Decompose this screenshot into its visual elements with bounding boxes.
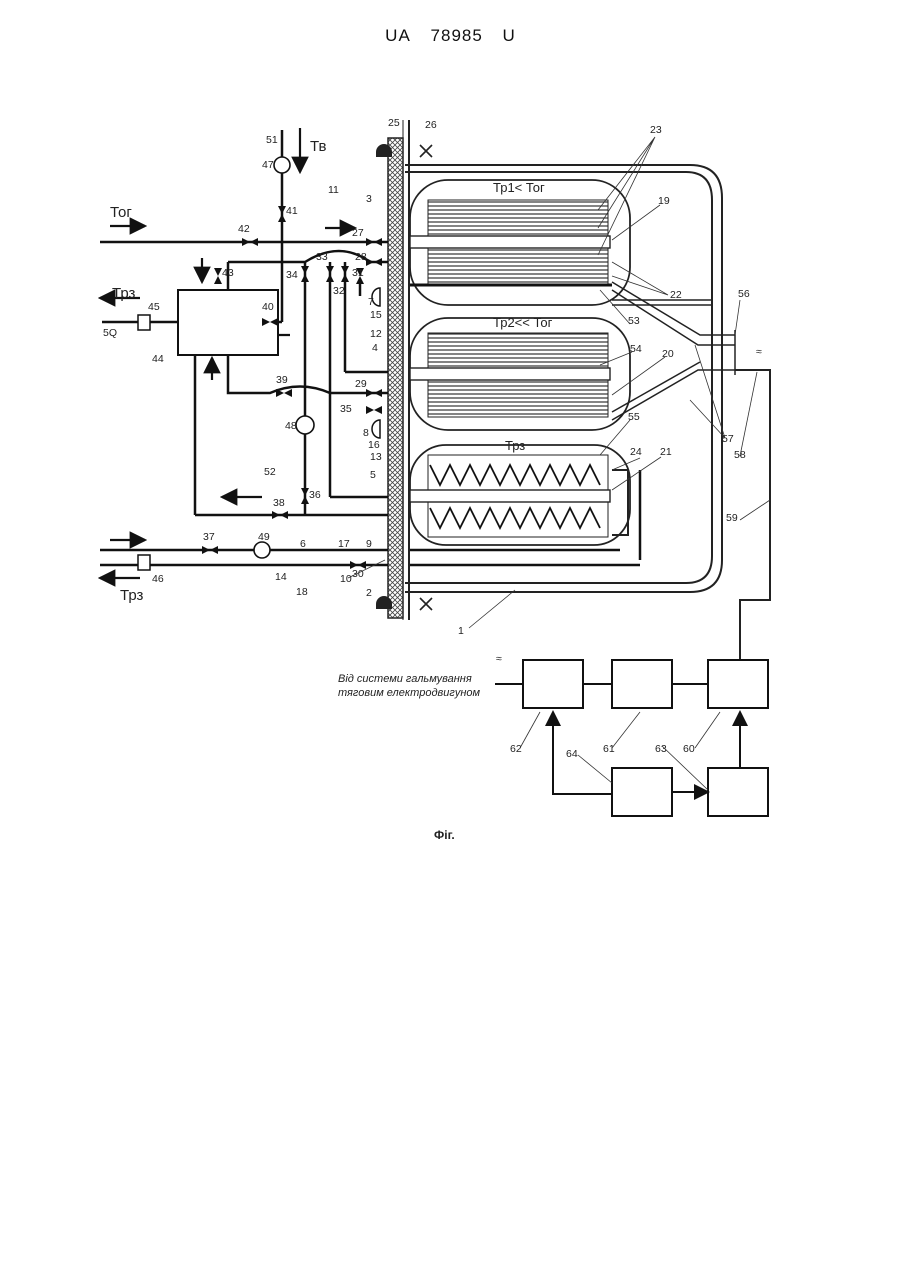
label-chamber-1-temp: Тр1< Тог xyxy=(493,180,545,195)
figure-caption: Фіг. xyxy=(434,828,455,842)
ref-54: 54 xyxy=(630,343,642,355)
ref-52: 52 xyxy=(264,466,276,478)
ref-16: 16 xyxy=(368,439,380,451)
label-chamber-3-temp: Трз xyxy=(505,438,525,453)
ref-22: 22 xyxy=(670,289,682,301)
block-60 xyxy=(708,660,768,708)
ref-36: 36 xyxy=(309,489,321,501)
ref-61: 61 xyxy=(603,743,615,755)
gauge-16 xyxy=(372,420,380,438)
pump-47 xyxy=(274,157,290,173)
label-chamber-2-temp: Тр2<< Тог xyxy=(493,315,553,330)
pump-49 xyxy=(254,542,270,558)
ref-56: 56 xyxy=(738,288,750,300)
chamber-2 xyxy=(410,318,630,430)
ref-29: 29 xyxy=(355,378,367,390)
ref-8: 8 xyxy=(363,427,369,439)
ref-47: 47 xyxy=(262,159,274,171)
ref-35: 35 xyxy=(340,403,352,415)
block-61 xyxy=(612,660,672,708)
ref-10: 10 xyxy=(340,573,352,585)
ref-25: 25 xyxy=(388,117,400,129)
ref-21: 21 xyxy=(660,446,672,458)
ref-38: 38 xyxy=(273,497,285,509)
ref-62: 62 xyxy=(510,743,522,755)
ref-27: 27 xyxy=(352,227,364,239)
ref-11: 11 xyxy=(328,184,339,196)
ref-5: 5 xyxy=(370,469,376,481)
ref-3: 3 xyxy=(366,193,372,205)
label-t-og: Тог xyxy=(110,204,132,221)
ref-28: 28 xyxy=(355,251,367,263)
ref-49: 49 xyxy=(258,531,270,543)
ref-17: 17 xyxy=(338,538,350,550)
ref-44: 44 xyxy=(152,353,164,365)
ref-34: 34 xyxy=(286,269,298,281)
manifold-funnel xyxy=(612,282,770,660)
ref-6: 6 xyxy=(300,538,306,550)
chamber-1 xyxy=(410,180,630,305)
ref-48: 48 xyxy=(285,420,297,432)
ref-41: 41 xyxy=(286,205,298,217)
block-63 xyxy=(708,768,768,816)
block-64 xyxy=(612,768,672,816)
ref-31: 31 xyxy=(352,267,364,279)
ref-26: 26 xyxy=(425,119,437,131)
ref-23: 23 xyxy=(650,124,662,136)
chamber-3 xyxy=(410,445,630,545)
label-t-rz-lower: Трз xyxy=(120,587,143,604)
ref-18: 18 xyxy=(296,586,308,598)
ref-32: 32 xyxy=(333,285,345,297)
ref-7: 7 xyxy=(368,296,374,308)
label-t-rz-upper: Трз xyxy=(112,285,135,302)
ref-39: 39 xyxy=(276,374,288,386)
ref-12: 12 xyxy=(370,328,382,340)
ref-2: 2 xyxy=(366,587,372,599)
sensor-45 xyxy=(138,315,150,330)
ref-53: 53 xyxy=(628,315,640,327)
ref-1: 1 xyxy=(458,625,464,637)
ref-59: 59 xyxy=(726,512,738,524)
ref-45: 45 xyxy=(148,301,160,313)
pump-48 xyxy=(296,416,314,434)
ref-55: 55 xyxy=(628,411,640,423)
ref-4: 4 xyxy=(372,342,378,354)
ac-symbol-output: ≈ xyxy=(756,346,762,358)
block-62 xyxy=(523,660,583,708)
ref-43: 43 xyxy=(222,267,234,279)
ref-46: 46 xyxy=(152,573,164,585)
ref-9: 9 xyxy=(366,538,372,550)
ref-24: 24 xyxy=(630,446,642,458)
ref-13: 13 xyxy=(370,451,382,463)
input-caption-line2: тяговим електродвигуном xyxy=(338,687,480,699)
control-block-diagram xyxy=(523,660,768,816)
ac-symbol-input: ≈ xyxy=(496,653,502,665)
ref-60: 60 xyxy=(683,743,695,755)
sensor-46 xyxy=(138,555,150,570)
ref-50: 5Q xyxy=(103,327,117,339)
ref-40: 40 xyxy=(262,301,274,313)
label-t-v: Тв xyxy=(310,138,327,155)
ref-51: 51 xyxy=(266,134,278,146)
input-caption-line1: Від системи гальмування xyxy=(338,673,472,685)
ref-33: 33 xyxy=(316,251,328,263)
ref-14: 14 xyxy=(275,571,287,583)
ref-30: 30 xyxy=(352,568,364,580)
ref-37: 37 xyxy=(203,531,215,543)
ref-42: 42 xyxy=(238,223,250,235)
ref-15: 15 xyxy=(370,309,382,321)
ref-64: 64 xyxy=(566,748,578,760)
